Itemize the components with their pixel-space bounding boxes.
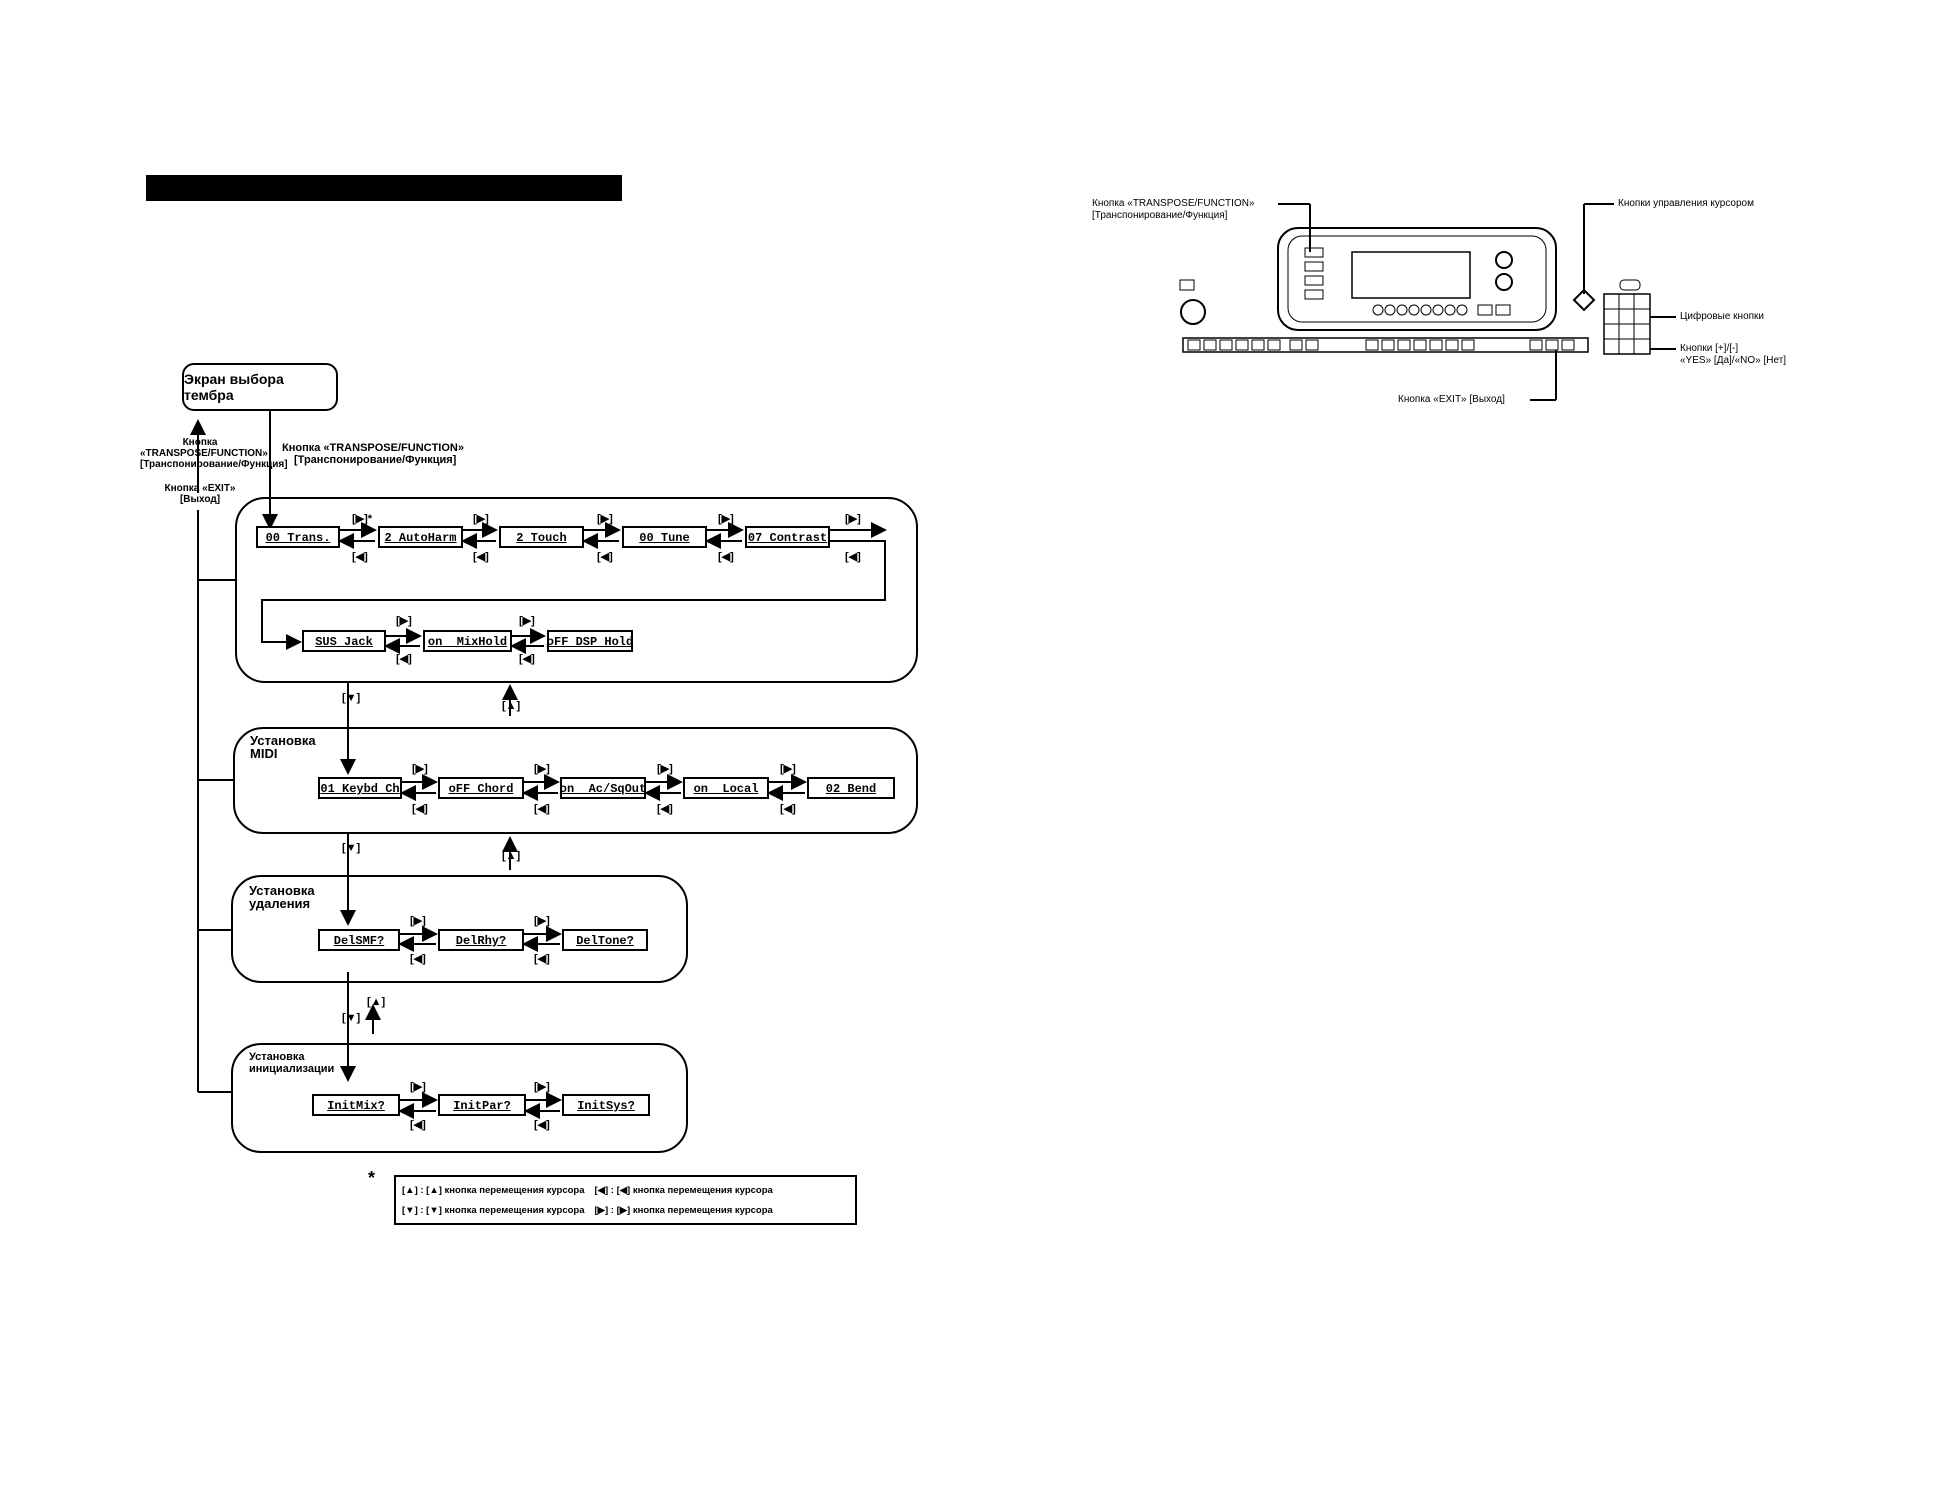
lcd-bend: 02 Bend xyxy=(807,777,895,799)
lcd-trans: 00 Trans. xyxy=(256,526,340,548)
lcd-keybd-ch: 01 Keybd Ch xyxy=(318,777,402,799)
arrow-tag-right: [▶] xyxy=(519,615,535,627)
midi-setup-title: Установка MIDI xyxy=(250,733,316,761)
arrow-tag-left: [◀] xyxy=(396,653,412,665)
lcd-ac-sqout: on Ac/SqOut xyxy=(560,777,646,799)
arrow-tag-left: [◀] xyxy=(657,803,673,815)
section-title-bar xyxy=(146,175,622,201)
transpose-button-label-top: Кнопка «TRANSPOSE/FUNCTION» [Транспониро… xyxy=(282,442,464,466)
lcd-local: on Local xyxy=(683,777,769,799)
lcd-delrhy: DelRhy? xyxy=(438,929,524,951)
lcd-delsmf: DelSMF? xyxy=(318,929,400,951)
lcd-tune: 00 Tune xyxy=(622,526,707,548)
panel-transpose-label: Кнопка «TRANSPOSE/FUNCTION» [Транспониро… xyxy=(1092,198,1255,221)
arrow-tag-down: [▼] xyxy=(342,842,361,854)
arrow-tag-left: [◀] xyxy=(410,953,426,965)
lcd-initpar: InitPar? xyxy=(438,1094,526,1116)
arrow-tag-left: [◀] xyxy=(473,551,489,563)
arrow-tag-right: [▶] xyxy=(597,513,613,525)
arrow-tag-right: [▶] xyxy=(473,513,489,525)
panel-exit-label: Кнопка «EXIT» [Выход] xyxy=(1398,394,1505,405)
keyboard-panel-drawing xyxy=(1179,203,1676,401)
lcd-dsp-hold: oFF DSP Hold xyxy=(547,630,633,652)
legend-right: [▶] : [▶] кнопка перемещения курсора xyxy=(594,1205,773,1216)
legend-up: [▲] : [▲] кнопка перемещения курсора xyxy=(402,1185,585,1196)
legend-left: [◀] : [◀] кнопка перемещения курсора xyxy=(594,1185,773,1196)
lcd-autoharm: 2 AutoHarm xyxy=(378,526,463,548)
legend-asterisk: * xyxy=(368,1168,376,1188)
lcd-sus-jack: SUS Jack xyxy=(302,630,386,652)
lcd-initsys: InitSys? xyxy=(562,1094,650,1116)
arrow-tag-right: [▶] xyxy=(657,763,673,775)
arrow-tag-left: [◀] xyxy=(410,1119,426,1131)
arrow-tag-left: [◀] xyxy=(534,803,550,815)
function-panel-main xyxy=(235,497,918,683)
lcd-chord: oFF Chord xyxy=(438,777,524,799)
arrow-tag-up: [▲] xyxy=(502,850,521,862)
init-setup-panel xyxy=(231,1043,688,1153)
tone-select-screen-box: Экран выбора тембра xyxy=(182,363,338,411)
init-setup-title: Установка инициализации xyxy=(249,1051,335,1075)
arrow-tag-down: [▼] xyxy=(342,1012,361,1024)
arrow-tag-left: [◀] xyxy=(412,803,428,815)
arrow-tag-up: [▲] xyxy=(367,996,386,1008)
arrow-tag-down: [▼] xyxy=(342,692,361,704)
arrow-tag-right: [▶] xyxy=(410,915,426,927)
panel-digits-label: Цифровые кнопки xyxy=(1680,311,1765,322)
arrow-tag-right: [▶] xyxy=(534,1081,550,1093)
lcd-mixhold: on MixHold xyxy=(423,630,512,652)
arrow-tag-left: [◀] xyxy=(352,551,368,563)
exit-button-label-left: Кнопка «EXIT» [Выход] xyxy=(164,483,236,505)
arrow-tag-right: [▶] xyxy=(534,763,550,775)
arrow-tag-right: [▶] xyxy=(396,615,412,627)
arrow-tag-up: [▲] xyxy=(502,700,521,712)
lcd-contrast: 07 Contrast xyxy=(745,526,830,548)
arrow-tag-left: [◀] xyxy=(534,953,550,965)
arrow-tag-left: [◀] xyxy=(597,551,613,563)
arrow-tag-right: [▶] xyxy=(412,763,428,775)
arrow-tag-left: [◀] xyxy=(519,653,535,665)
arrow-tag-left: [◀] xyxy=(780,803,796,815)
transpose-button-label-left: Кнопка «TRANSPOSE/FUNCTION» [Транспониро… xyxy=(140,437,288,470)
arrow-tag-left: [◀] xyxy=(718,551,734,563)
legend-down: [▼] : [▼] кнопка перемещения курсора xyxy=(402,1205,585,1216)
delete-setup-title: Установка удаления xyxy=(249,883,315,911)
lcd-touch: 2 Touch xyxy=(499,526,584,548)
panel-plusminus-label: Кнопки [+]/[-] «YES» [Да]/«NO» [Нет] xyxy=(1680,343,1787,366)
legend-box: [▲] : [▲] кнопка перемещения курсора [◀]… xyxy=(394,1175,857,1225)
midi-setup-panel xyxy=(233,727,918,834)
arrow-tag-right: [▶] xyxy=(410,1081,426,1093)
lcd-deltone: DelTone? xyxy=(562,929,648,951)
arrow-tag-right: [▶] xyxy=(845,513,861,525)
arrow-tag-left: [◀] xyxy=(845,551,861,563)
lcd-initmix: InitMix? xyxy=(312,1094,400,1116)
arrow-tag-right: [▶] xyxy=(780,763,796,775)
arrow-tag-right: [▶] xyxy=(718,513,734,525)
arrow-tag-right: [▶]* xyxy=(352,513,373,525)
arrow-tag-left: [◀] xyxy=(534,1119,550,1131)
arrow-tag-right: [▶] xyxy=(534,915,550,927)
delete-setup-panel xyxy=(231,875,688,983)
panel-cursor-label: Кнопки управления курсором xyxy=(1618,198,1754,209)
